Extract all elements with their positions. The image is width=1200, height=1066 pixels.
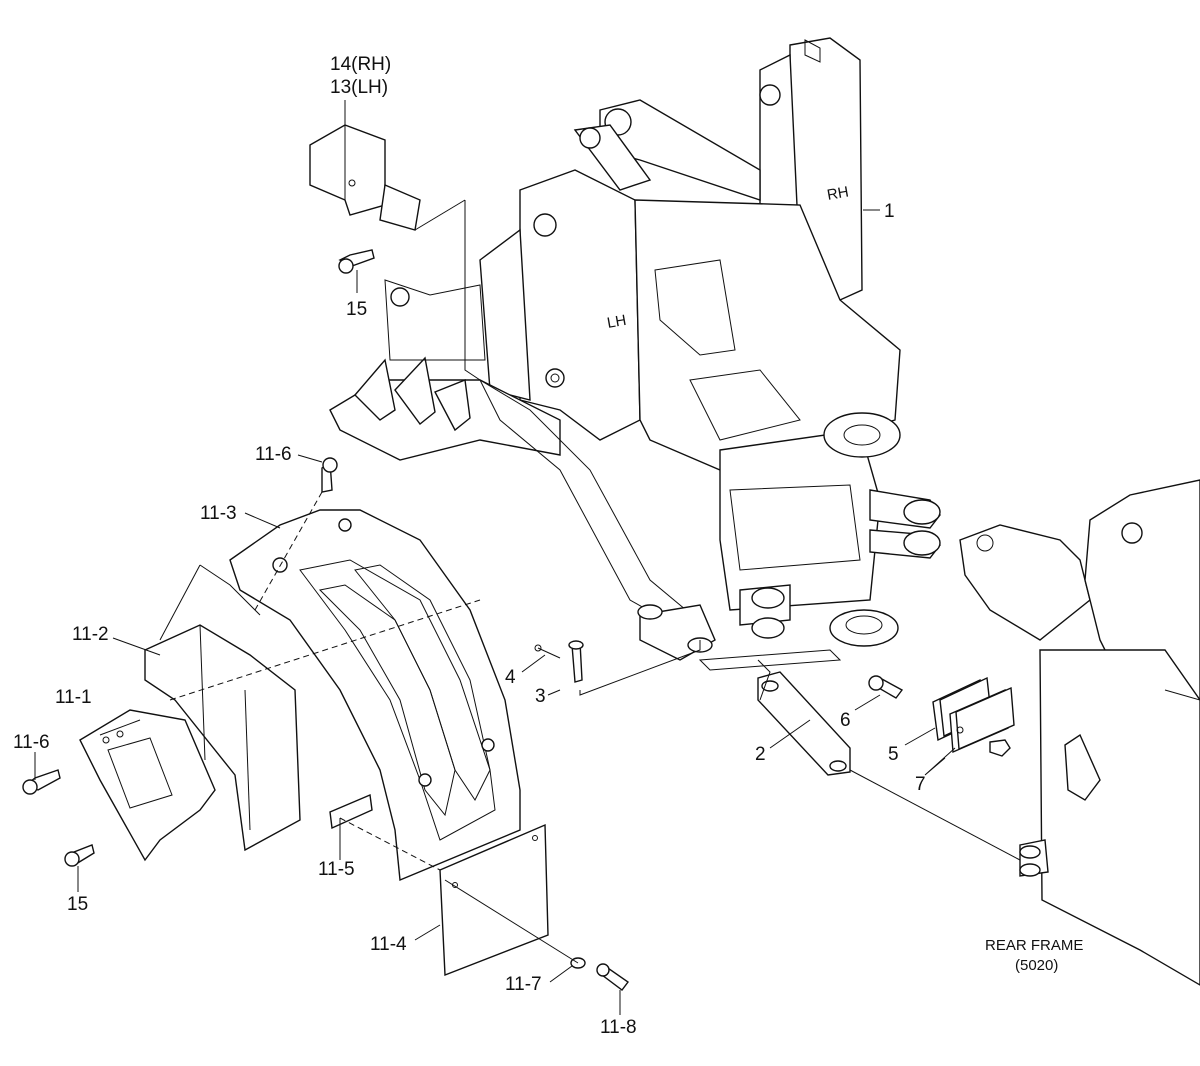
leader-11-2-b bbox=[159, 564, 201, 641]
lh-mark: LH bbox=[606, 312, 628, 332]
leader-3 bbox=[579, 640, 701, 696]
leader-6 bbox=[854, 694, 881, 711]
rh-mark: RH bbox=[826, 183, 850, 204]
callout-11-1: 11-1 bbox=[55, 687, 92, 708]
shim-7 bbox=[949, 686, 1015, 754]
callout-3: 3 bbox=[535, 686, 546, 707]
leader-3b bbox=[547, 689, 561, 696]
dash-fender bbox=[169, 599, 481, 701]
strip-11-5 bbox=[329, 793, 373, 830]
callout-11-6-left: 11-6 bbox=[13, 732, 50, 753]
callout-5: 5 bbox=[888, 744, 899, 765]
plate-11-1 bbox=[79, 709, 216, 862]
callout-1: 1 bbox=[884, 201, 895, 222]
callout-13: 13(LH) bbox=[330, 77, 388, 98]
callout-11-3: 11-3 bbox=[200, 503, 237, 524]
leader-4 bbox=[521, 654, 546, 673]
callout-15-top: 15 bbox=[346, 299, 367, 320]
leader-2 bbox=[769, 719, 811, 749]
callout-6: 6 bbox=[840, 710, 851, 731]
pin-3 bbox=[568, 640, 584, 683]
bolt-11-6-left bbox=[22, 769, 61, 795]
direction-arrow bbox=[989, 739, 1011, 757]
rear-frame-code: (5020) bbox=[1015, 957, 1058, 974]
bracket-11-2 bbox=[144, 624, 301, 852]
callout-11-2: 11-2 bbox=[72, 624, 109, 645]
callout-14: 14(RH) bbox=[330, 54, 391, 75]
callout-2: 2 bbox=[755, 744, 766, 765]
leader-11-7 bbox=[549, 965, 573, 983]
callout-11-6-top: 11-6 bbox=[255, 444, 292, 465]
bolt-11-6-top bbox=[321, 457, 338, 493]
front-frame bbox=[329, 37, 941, 671]
dash-11-5 bbox=[339, 817, 441, 871]
callout-11-4: 11-4 bbox=[370, 934, 407, 955]
leader-11-2 bbox=[112, 637, 161, 656]
rear-frame bbox=[959, 479, 1200, 986]
flap-11-4 bbox=[439, 823, 549, 977]
leader-5 bbox=[904, 727, 936, 746]
leader-11-1 bbox=[99, 719, 141, 736]
callout-11-7: 11-7 bbox=[505, 974, 542, 995]
leader-11-6-top bbox=[297, 454, 323, 463]
leader-13-14-bracket bbox=[414, 199, 466, 231]
bolt-15-bottom bbox=[64, 844, 95, 867]
leader-11-7-line bbox=[444, 879, 579, 964]
callout-11-8: 11-8 bbox=[600, 1017, 637, 1038]
cotter-4 bbox=[534, 644, 561, 659]
link-2 bbox=[757, 659, 851, 776]
bolt-6 bbox=[868, 675, 904, 699]
callout-15-bottom: 15 bbox=[67, 894, 88, 915]
callout-4: 4 bbox=[505, 667, 516, 688]
leader-2-frame bbox=[849, 769, 1021, 861]
leader-11-4 bbox=[414, 924, 441, 941]
bolt-15-top bbox=[338, 249, 375, 274]
leader-7 bbox=[924, 747, 956, 776]
fender-11-3 bbox=[229, 509, 521, 882]
bracket-13-14 bbox=[309, 124, 421, 231]
callout-7: 7 bbox=[915, 774, 926, 795]
bolt-11-8 bbox=[596, 963, 629, 991]
callout-11-5: 11-5 bbox=[318, 859, 355, 880]
dash-11-6 bbox=[254, 491, 323, 611]
leader-13-14-mount bbox=[464, 200, 481, 381]
leader-11-3 bbox=[244, 512, 281, 529]
leader-11-2-a bbox=[199, 564, 261, 616]
rear-frame-title: REAR FRAME bbox=[985, 937, 1083, 954]
